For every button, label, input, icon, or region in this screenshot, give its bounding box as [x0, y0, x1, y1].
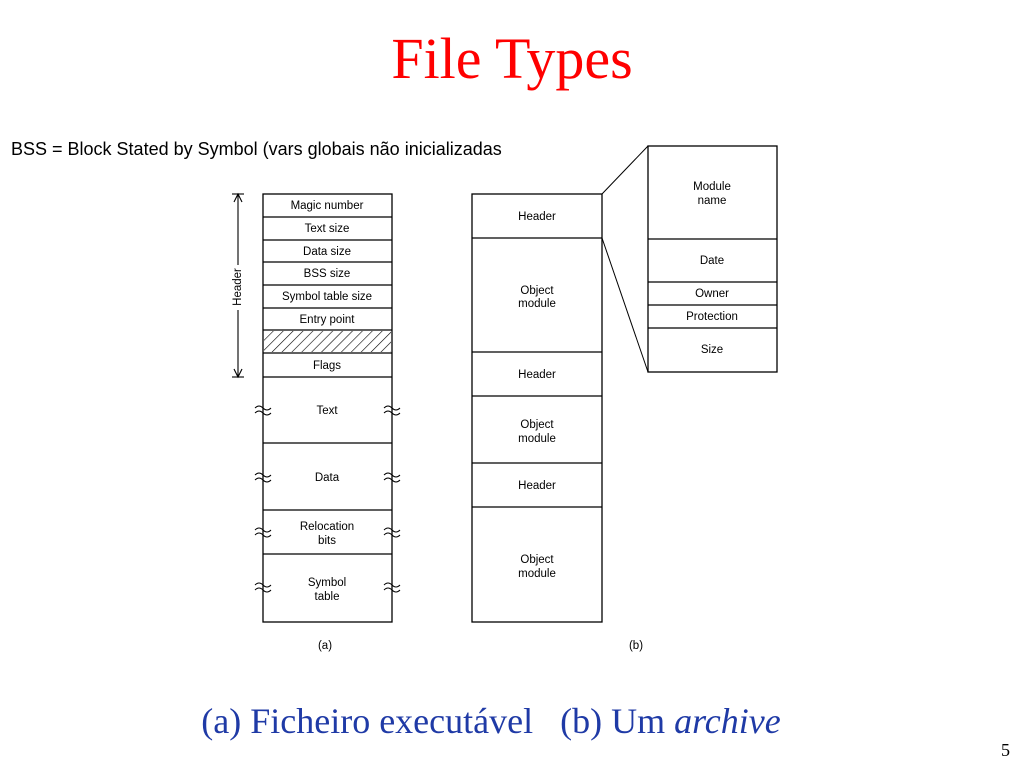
archive-object-3-line1: Object [520, 554, 554, 566]
page-number: 5 [1001, 740, 1010, 760]
caption-executable: (a) Ficheiro executável [201, 701, 534, 741]
section-text: Text [316, 405, 338, 417]
detail-protection: Protection [686, 311, 738, 323]
archive-header-2: Header [518, 369, 556, 381]
slide-title: File Types [391, 26, 633, 91]
slide-caption: (a) Ficheiro executável (b) Um archive [0, 703, 982, 739]
archive-object-1-line2: module [518, 298, 556, 310]
detail-size: Size [701, 344, 723, 356]
archive-labels: Header Object module Header Object modul… [518, 211, 556, 580]
field-bss-size: BSS size [304, 268, 351, 280]
field-data-size: Data size [303, 246, 351, 258]
caption-archive-prefix: (b) Um [560, 701, 666, 741]
caption-archive-italic: archive [674, 701, 781, 741]
field-entry-point: Entry point [300, 314, 356, 326]
header-detail-frame [647, 145, 778, 373]
detail-module-name-line2: name [698, 195, 727, 207]
archive-layout [471, 193, 603, 623]
archive-header-3: Header [518, 480, 556, 492]
header-detail-labels: Module name Date Owner Protection Size [686, 181, 738, 356]
field-flags: Flags [313, 360, 341, 372]
archive-object-2-line2: module [518, 433, 556, 445]
diagram-b-label: (b) [629, 640, 643, 652]
detail-owner: Owner [695, 288, 729, 300]
section-symbol-table-line1: Symbol [308, 577, 346, 589]
executable-field-labels: Magic number Text size Data size BSS siz… [282, 200, 372, 603]
header-detail-box [647, 145, 778, 373]
archive-object-2-line1: Object [520, 419, 554, 431]
section-data: Data [315, 472, 340, 484]
bss-note: BSS = Block Stated by Symbol (vars globa… [11, 139, 502, 159]
diagram-a-label: (a) [318, 640, 332, 652]
section-relocation-line2: bits [318, 535, 336, 547]
field-magic-number: Magic number [291, 200, 364, 212]
archive-object-1-line1: Object [520, 285, 554, 297]
archive-object-3-line2: module [518, 568, 556, 580]
field-text-size: Text size [305, 223, 350, 235]
archive-header-1: Header [518, 211, 556, 223]
tilde-marks [254, 405, 401, 593]
field-symbol-table-size: Symbol table size [282, 291, 372, 303]
archive-frame [471, 193, 603, 623]
header-bracket-label: Header [232, 268, 244, 306]
section-symbol-table-line2: table [315, 591, 340, 603]
section-relocation-line1: Relocation [300, 521, 354, 533]
header-detail-connectors [601, 145, 649, 373]
detail-date: Date [700, 255, 724, 267]
detail-module-name-line1: Module [693, 181, 731, 193]
reserved-hatched-field [264, 331, 391, 352]
header-bracket [232, 192, 244, 379]
